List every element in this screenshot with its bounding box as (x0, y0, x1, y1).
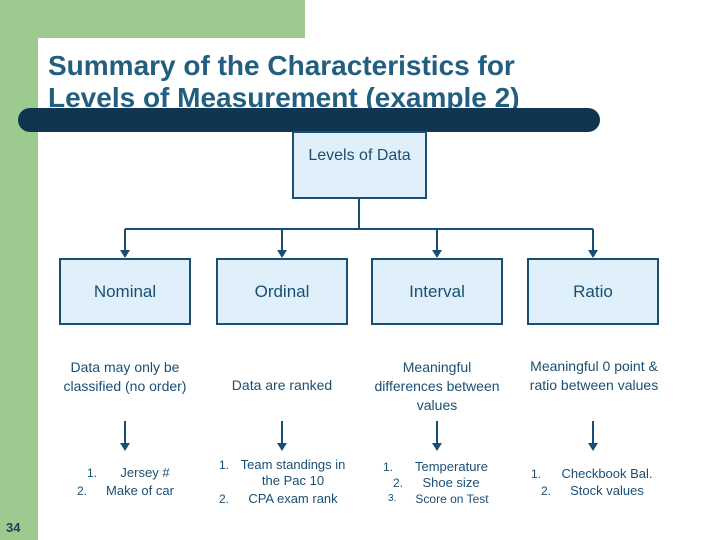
arrowhead-ex-interval (432, 443, 442, 451)
level-box-ratio: Ratio (527, 258, 659, 325)
left-accent-strip (0, 0, 38, 540)
level-box-interval: Interval (371, 258, 503, 325)
list-number: 3. (388, 493, 397, 504)
example-nominal-2: Make of car (106, 483, 174, 498)
arrowhead-nominal (120, 250, 130, 258)
arrowhead-interval (432, 250, 442, 258)
description-ordinal: Data are ranked (231, 377, 333, 393)
slide-number: 34 (6, 520, 21, 535)
list-number: 2. (219, 492, 230, 506)
example-ratio-1: Checkbook Bal. (561, 466, 653, 481)
root-box: Levels of Data (292, 131, 427, 199)
example-interval-3: Score on Test (415, 492, 489, 506)
description-nominal: Data may only be classified (no order) (63, 359, 187, 394)
list-number: 2. (77, 484, 88, 498)
example-interval-1: Temperature (415, 459, 488, 474)
list-number: 2. (393, 476, 404, 490)
arrowhead-ex-nominal (120, 443, 130, 451)
list-number: 1. (531, 467, 542, 481)
example-ordinal-1: Team standings in the Pac 10 (240, 457, 346, 488)
arrowhead-ordinal (277, 250, 287, 258)
example-interval-2: Shoe size (422, 475, 480, 490)
description-ratio: Meaningful 0 point & ratio between value… (529, 358, 659, 393)
slide-title-line2: Levels of Measurement (example 2) (48, 82, 520, 109)
list-number: 1. (219, 458, 230, 472)
description-interval: Meaningful differences between values (374, 359, 500, 413)
list-number: 1. (383, 460, 394, 474)
title-underline-bar (18, 108, 600, 132)
arrowhead-ratio (588, 250, 598, 258)
list-number: 2. (541, 484, 552, 498)
example-ordinal-2: CPA exam rank (248, 491, 338, 506)
example-nominal-1: Jersey # (120, 465, 170, 480)
level-box-ordinal: Ordinal (216, 258, 348, 325)
corner-accent (0, 0, 305, 38)
level-box-nominal: Nominal (59, 258, 191, 325)
arrowhead-ex-ratio (588, 443, 598, 451)
example-ratio-2: Stock values (570, 483, 644, 498)
arrowhead-ex-ordinal (277, 443, 287, 451)
slide-title-line1: Summary of the Characteristics for (48, 50, 515, 81)
list-number: 1. (87, 466, 98, 480)
